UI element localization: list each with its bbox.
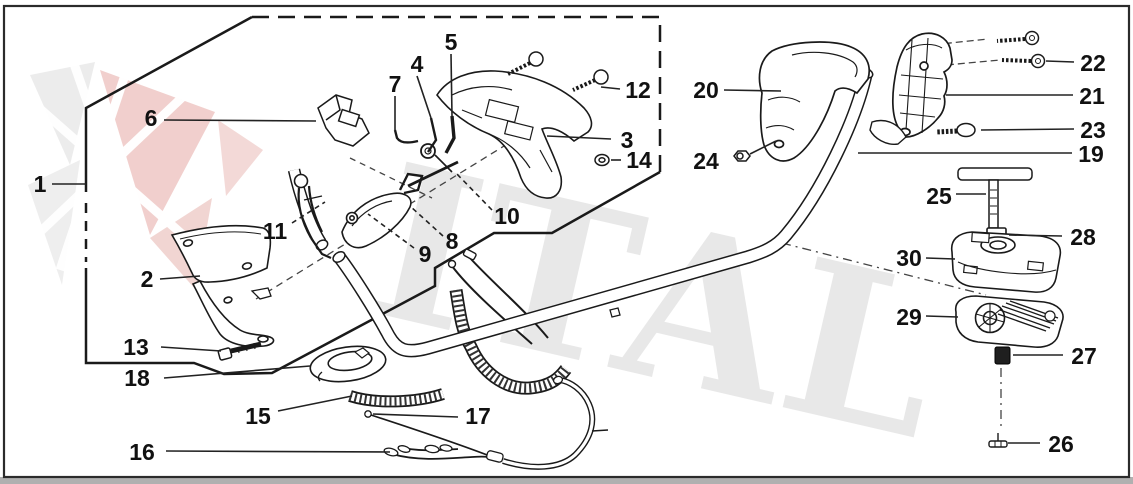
part-label-8: 8 <box>446 228 459 254</box>
assembly-group-boundary <box>84 15 662 376</box>
leader-line-15 <box>277 395 353 412</box>
leader-line-11 <box>291 201 326 224</box>
leader-line-5 <box>450 53 453 117</box>
leader-line-23 <box>980 128 1075 131</box>
part-label-14: 14 <box>626 147 652 173</box>
part-label-25: 25 <box>926 183 952 209</box>
grip-half-21 <box>869 32 953 145</box>
part-label-10: 10 <box>494 203 520 229</box>
leader-line-8 <box>409 205 444 237</box>
flex-conduit-15 <box>348 288 572 408</box>
leader-line-6 <box>163 119 317 122</box>
part-label-1: 1 <box>34 171 47 197</box>
screws-22 <box>996 30 1046 69</box>
block-27 <box>994 346 1011 365</box>
front-guard-2 <box>170 224 275 348</box>
part-label-22: 22 <box>1080 50 1106 76</box>
part-label-26: 26 <box>1048 431 1074 457</box>
leader-line-9 <box>367 213 415 249</box>
part-label-19: 19 <box>1078 141 1104 167</box>
part-label-3: 3 <box>621 127 634 153</box>
part-label-28: 28 <box>1070 224 1096 250</box>
nut-24 <box>733 150 751 162</box>
part-label-30: 30 <box>896 245 922 271</box>
part-label-27: 27 <box>1071 343 1097 369</box>
levers-4-5-7-10 <box>393 115 459 188</box>
page-border <box>2 4 1131 479</box>
leader-line-4 <box>416 75 432 119</box>
screws-12 <box>507 51 609 92</box>
part-label-4: 4 <box>411 51 424 77</box>
throttle-cable-17 <box>364 375 609 470</box>
switch-part-6 <box>317 94 370 147</box>
wiring-16 <box>383 444 499 460</box>
clamp-upper-30 <box>950 231 1062 293</box>
part-label-24: 24 <box>693 148 719 174</box>
leader-line-18 <box>163 365 311 379</box>
part-label-17: 17 <box>465 403 491 429</box>
bolt-23 <box>935 122 976 138</box>
part-label-9: 9 <box>419 241 432 267</box>
part-label-5: 5 <box>445 29 458 55</box>
part-label-11: 11 <box>263 218 288 244</box>
part-label-15: 15 <box>245 403 271 429</box>
bottom-gray-bar <box>0 477 1133 484</box>
clamp-lower-29 <box>954 295 1064 348</box>
part-label-2: 2 <box>141 266 154 292</box>
part-label-18: 18 <box>124 365 150 391</box>
trigger-housing-3 <box>436 70 593 199</box>
t-bolt-25 <box>957 167 1033 229</box>
part-label-12: 12 <box>625 77 651 103</box>
part-label-20: 20 <box>693 77 719 103</box>
leader-line-28 <box>1008 234 1063 237</box>
grip-half-20 <box>758 41 870 162</box>
leader-line-24 <box>749 140 777 155</box>
leader-line-2 <box>159 275 201 280</box>
leader-line-3 <box>546 135 612 140</box>
bracket-8 <box>398 172 424 195</box>
shaft-tube-19 <box>332 67 874 358</box>
leader-line-22 <box>1045 60 1075 63</box>
part-label-13: 13 <box>123 334 149 360</box>
switch-wires <box>447 248 549 345</box>
clamp-ring-18 <box>309 345 387 383</box>
leader-line-29 <box>925 315 959 318</box>
bolt-13 <box>217 341 262 361</box>
washer-14 <box>594 153 610 167</box>
part-label-16: 16 <box>129 439 155 465</box>
part-label-23: 23 <box>1080 117 1106 143</box>
leader-line-13 <box>160 346 222 352</box>
part-label-7: 7 <box>389 71 402 97</box>
part-label-6: 6 <box>145 105 158 131</box>
leader-line-20 <box>723 89 782 92</box>
leader-line-30 <box>925 257 956 260</box>
part-label-21: 21 <box>1079 83 1105 109</box>
leader-lines-layer <box>52 53 1075 453</box>
leader-line-16 <box>165 450 391 453</box>
part-label-29: 29 <box>896 304 922 330</box>
screw-26 <box>988 433 1008 448</box>
leader-line-12 <box>600 86 621 90</box>
leader-line-17 <box>372 413 459 418</box>
fork-lever-11 <box>293 173 332 260</box>
